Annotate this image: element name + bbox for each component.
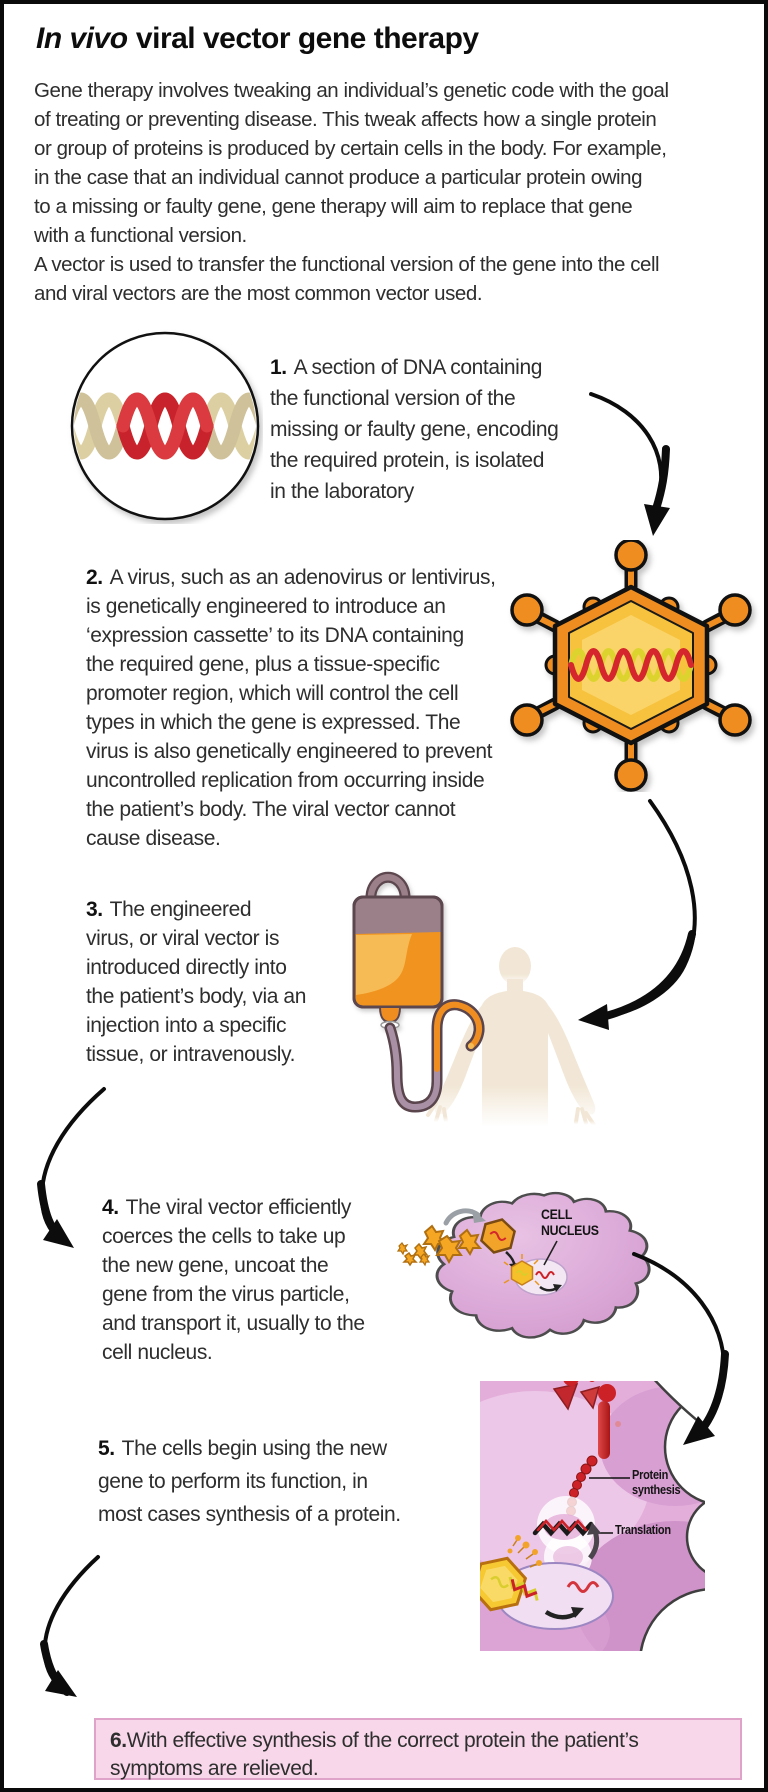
virus-dna-icon: [568, 648, 694, 682]
protein-product-icons: [552, 1381, 621, 1427]
entry-arrow-icon: [443, 1208, 486, 1226]
step-5-text: 5.The cells begin using the new gene to …: [98, 1437, 401, 1526]
translation-label: Translation: [615, 1523, 671, 1537]
intro-paragraph-1: Gene therapy involves tweaking an indivi…: [34, 79, 669, 247]
virus-spike-knobs: [510, 540, 752, 792]
virus-particles-icons: [396, 1224, 483, 1267]
step-3-number: 3.: [86, 898, 103, 921]
flow-arrow-3: [37, 1087, 106, 1248]
protein-synthesis-panel: [480, 1381, 705, 1651]
step-2-text: 2.A virus, such as an adenovirus or lent…: [86, 566, 496, 850]
cell-uptake-illustration: [396, 1192, 651, 1339]
step-5-number: 5.: [98, 1437, 115, 1460]
cell-nucleus-label: CELL NUCLEUS: [541, 1206, 599, 1238]
intro-paragraph-2: A vector is used to transfer the functio…: [34, 253, 660, 305]
virus-releasing-gene-icon: [480, 1535, 542, 1612]
dna-circle-illustration: [70, 331, 260, 521]
title-rest-part: viral vector gene therapy: [135, 22, 479, 55]
protein-rod-icon: [598, 1401, 610, 1459]
dna-circle-outline: [70, 331, 260, 521]
iv-infusion-illustration: [352, 871, 596, 1127]
step-1-text: 1.A section of DNA containing the functi…: [270, 356, 559, 503]
virus-vector-illustration: [510, 540, 752, 792]
step-3-text: 3.The engineered virus, or viral vector …: [86, 898, 306, 1066]
step-1-number: 1.: [270, 356, 287, 379]
iv-bag-icon: [352, 871, 444, 1030]
nucleus-label-pointer: [543, 1240, 558, 1266]
nuclear-mrna-icon: [566, 1581, 600, 1593]
title-italic-part: In vivo: [36, 22, 128, 55]
step-4-number: 4.: [102, 1196, 119, 1219]
mrna-squiggle-icon: [535, 1271, 555, 1279]
translation-mrna-icon: [532, 1519, 594, 1537]
step-4-text: 4.The viral vector efficiently coerces t…: [102, 1196, 365, 1364]
virus-at-membrane-icon: [480, 1218, 516, 1254]
iv-tube-icon: [384, 999, 485, 1113]
step-2-number: 2.: [86, 566, 103, 589]
flow-arrow-1: [589, 392, 670, 536]
step-6-number: 6.: [110, 1729, 127, 1752]
virus-capsid-icon: [510, 540, 752, 792]
intro-text: Gene therapy involves tweaking an indivi…: [34, 76, 758, 308]
virus-uncoating-icon: [503, 1254, 540, 1286]
step-6-conclusion-box: 6.With effective synthesis of the correc…: [94, 1718, 742, 1780]
flow-arrow-5: [40, 1555, 100, 1697]
patient-body-silhouette: [426, 947, 596, 1127]
protein-synthesis-label: Protein synthesis: [632, 1468, 681, 1497]
dna-helix-icon: [74, 392, 256, 460]
